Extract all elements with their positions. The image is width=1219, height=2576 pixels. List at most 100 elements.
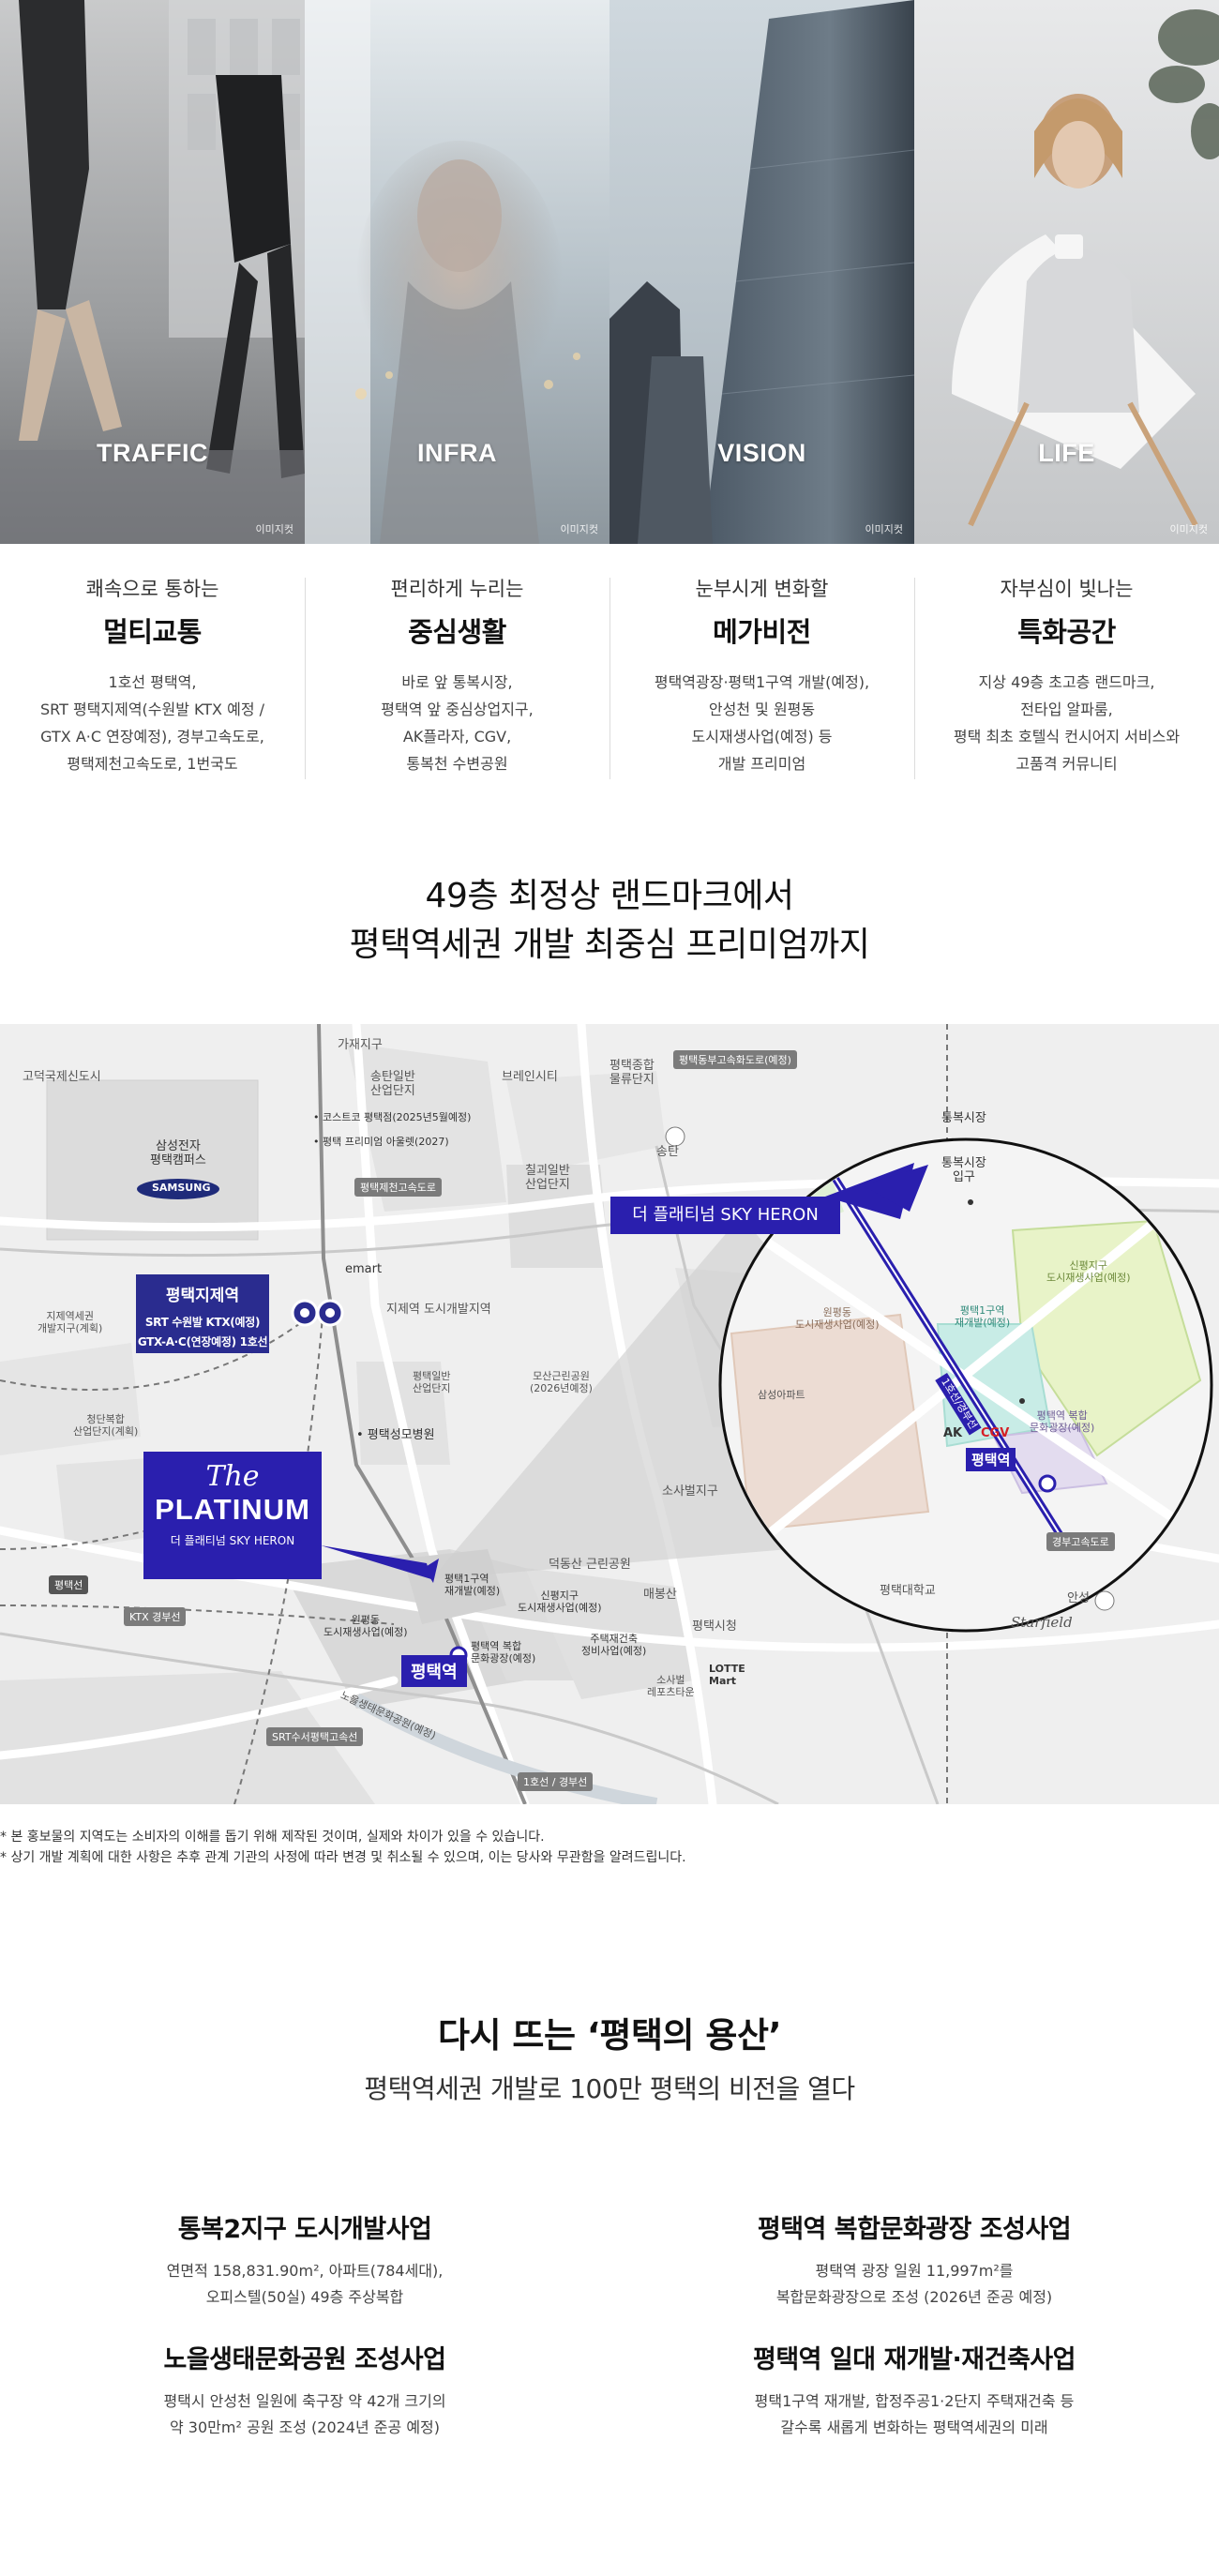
feature-description: 평택역광장·평택1구역 개발(예정), 안성천 및 원평동 도시재생사업(예정)… — [654, 673, 870, 774]
vision-label: VISION — [717, 439, 806, 467]
map-label: LOTTE Mart — [709, 1663, 745, 1687]
project-title: 평택역 복합문화광장 조성사업 — [757, 2215, 1072, 2244]
feature-vision: 눈부시게 변화할 메가비전 평택역광장·평택1구역 개발(예정), 안성천 및 … — [610, 544, 914, 811]
feature-columns: 쾌속으로 통하는 멀티교통 1호선 평택역, SRT 평택지제역(수원발 KTX… — [0, 544, 1219, 811]
project-description: 평택시 안성천 일원에 축구장 약 42개 크기의 약 30만m² 공원 조성 … — [163, 2392, 446, 2436]
map-label: 고덕국제신도시 — [23, 1070, 101, 1084]
feature-infra: 편리하게 누리는 중심생활 바로 앞 통복시장, 평택역 앞 중심상업지구, A… — [305, 544, 610, 811]
feature-subtitle: 자부심이 빛나는 — [1000, 578, 1134, 600]
station-name: 평택지제역 — [165, 1287, 240, 1305]
station-lines-b: GTX-A·C(연장예정) 1호선 — [137, 1335, 268, 1348]
hero-panel-vision: VISION 이미지컷 — [610, 0, 914, 544]
map-label: 덕동산 근린공원 — [549, 1558, 631, 1572]
pyeongtaek-station-label: 평택역 — [401, 1655, 467, 1687]
map-label: 송탄일반 산업단지 — [370, 1070, 415, 1098]
map-label: 모산근린공원 (2026년예정) — [530, 1370, 593, 1394]
map-label: 안성 — [1067, 1591, 1090, 1605]
map-label: 평택종합 물류단지 — [610, 1059, 655, 1087]
map-label: • 평택성모병원 — [356, 1428, 435, 1442]
project-title: 평택역 일대 재개발·재건축사업 — [753, 2345, 1076, 2374]
zoom-station-label: 평택역 — [966, 1448, 1016, 1471]
image-note: 이미지컷 — [1169, 523, 1208, 535]
traffic-label: TRAFFIC — [97, 439, 208, 467]
feature-description: 지상 49층 초고층 랜드마크, 전타입 알파룸, 평택 최초 호텔식 컨시어지… — [953, 673, 1181, 774]
feature-title: 특화공간 — [1017, 616, 1116, 649]
map-road-tag: SRT수서평택고속선 — [266, 1727, 364, 1746]
feature-subtitle: 쾌속으로 통하는 — [85, 578, 219, 600]
disclaimer-notes: 본 홍보물의 지역도는 소비자의 이해를 돕기 위해 제작된 것이며, 실제와 … — [0, 1827, 1219, 1868]
samsung-logo: SAMSUNG — [152, 1182, 211, 1194]
image-note: 이미지컷 — [865, 523, 903, 535]
hero-panel-life: LIFE 이미지컷 — [914, 0, 1219, 544]
station-lines-a: SRT 수원발 KTX(예정) — [144, 1316, 261, 1329]
feature-title: 중심생활 — [408, 616, 506, 649]
project-noeul-park: 노을생태문화공원 조성사업 평택시 안성천 일원에 축구장 약 42개 크기의 … — [0, 2339, 610, 2441]
map-label: Starfield — [1011, 1614, 1073, 1631]
hero-panel-infra: INFRA 이미지컷 — [305, 0, 610, 544]
cgv-logo: CGV — [981, 1426, 1010, 1440]
feature-life: 자부심이 빛나는 특화공간 지상 49층 초고층 랜드마크, 전타입 알파룸, … — [914, 544, 1219, 811]
map-label: 평택1구역 재개발(예정) — [444, 1573, 501, 1597]
map-label: 통복시장 입구 — [941, 1156, 986, 1184]
map-label: 원평동 도시재생사업(예정) — [324, 1614, 408, 1638]
map-road-tag: 평택선 — [49, 1575, 89, 1594]
section-headline: 49층 최정상 랜드마크에서 평택역세권 개발 최중심 프리미엄까지 — [349, 877, 870, 964]
project-redevelopment: 평택역 일대 재개발·재건축사업 평택1구역 재개발, 합정주공1·2단지 주택… — [610, 2339, 1219, 2441]
feature-description: 바로 앞 통복시장, 평택역 앞 중심상업지구, AK플라자, CGV, 통복천… — [381, 673, 534, 774]
map-label: 지제역 도시개발지역 — [386, 1303, 491, 1317]
feature-description: 1호선 평택역, SRT 평택지제역(수원발 KTX 예정 / GTX A·C … — [39, 673, 265, 774]
project-plaza: 평택역 복합문화광장 조성사업 평택역 광장 일원 11,997m²를 복합문화… — [610, 2208, 1219, 2311]
platinum-brand-box: The PLATINUM 더 플래티넘 SKY HERON — [143, 1452, 322, 1579]
map-label: 평택시청 — [692, 1619, 737, 1634]
vision-photo — [610, 0, 914, 544]
map-label: 소사벌 레포츠타운 — [647, 1674, 695, 1698]
map-label: 지제역세권 개발지구(계획) — [38, 1310, 103, 1334]
map-label: • 코스트코 평택점(2025년5월예정) — [313, 1111, 472, 1123]
map-label: 가재지구 — [338, 1038, 383, 1052]
image-note: 이미지컷 — [255, 523, 293, 535]
traffic-photo — [0, 0, 305, 544]
map-road-tag: 1호선 / 경부선 — [518, 1772, 594, 1791]
project-description: 연면적 158,831.90m², 아파트(784세대), 오피스텔(50실) … — [166, 2262, 444, 2306]
feature-subtitle: 눈부시게 변화할 — [695, 578, 829, 600]
section-title: 다시 뜨는 ‘평택의 용산’ — [437, 2015, 782, 2056]
map-road-tag: 평택제천고속도로 — [354, 1178, 442, 1197]
map-label: 삼성전자 평택캠퍼스 — [150, 1139, 206, 1167]
life-label: LIFE — [1038, 439, 1095, 467]
brand-subtitle: 더 플래티넘 SKY HERON — [170, 1534, 295, 1547]
brand-name: PLATINUM — [155, 1493, 310, 1526]
life-photo — [914, 0, 1219, 544]
map-label: 매봉산 — [643, 1588, 677, 1602]
map-label: 브레인시티 — [502, 1070, 558, 1084]
map-label: 신평지구 도시재생사업(예정) — [518, 1589, 602, 1614]
map-label: 평택역 복합 문화광장(예정) — [471, 1640, 536, 1665]
project-description: 평택1구역 재개발, 합정주공1·2단지 주택재건축 등 갈수록 새롭게 변화하… — [754, 2392, 1075, 2436]
brand-script: The — [205, 1460, 260, 1493]
map-label: 삼성아파트 — [758, 1389, 805, 1401]
map-label: 소사벌지구 — [662, 1484, 718, 1499]
map-road-tag: 평택동부고속화도로(예정) — [673, 1050, 797, 1069]
project-title: 노을생태문화공원 조성사업 — [163, 2345, 446, 2374]
infra-photo — [305, 0, 610, 544]
section-subtitle: 평택역세권 개발로 100만 평택의 비전을 열다 — [364, 2073, 855, 2104]
map-label: 원평동 도시재생사업(예정) — [795, 1306, 880, 1331]
image-note: 이미지컷 — [560, 523, 598, 535]
feature-subtitle: 편리하게 누리는 — [390, 578, 524, 600]
map-label: • 평택 프리미엄 아울렛(2027) — [313, 1136, 449, 1148]
location-map: 가재지구 고덕국제신도시 송탄일반 산업단지 브레인시티 평택종합 물류단지 평… — [0, 1024, 1219, 1804]
hero-panel-traffic: TRAFFIC 이미지컷 — [0, 0, 305, 544]
map-road-tag: 경부고속도로 — [1046, 1532, 1115, 1551]
jije-station-box: 평택지제역 SRT 수원발 KTX(예정) GTX-A·C(연장예정) 1호선 — [136, 1274, 269, 1353]
map-label: emart — [345, 1262, 383, 1276]
map-graphic — [0, 1024, 1219, 1804]
infra-label: INFRA — [417, 439, 497, 467]
map-label: 칠괴일반 산업단지 — [525, 1164, 570, 1192]
project-tongbok: 통복2지구 도시개발사업 연면적 158,831.90m², 아파트(784세대… — [0, 2208, 610, 2311]
project-title: 통복2지구 도시개발사업 — [177, 2215, 432, 2244]
map-label: 청단복합 산업단지(계획) — [73, 1413, 139, 1438]
map-label: 평택역 복합 문화광장(예정) — [1030, 1409, 1095, 1434]
disclaimer-line: 상기 개발 계획에 대한 사항은 추후 관계 기관의 사정에 따라 변경 및 취… — [0, 1847, 1219, 1868]
map-label: 송탄 — [656, 1145, 679, 1159]
project-description: 평택역 광장 일원 11,997m²를 복합문화광장으로 조성 (2026년 준… — [775, 2262, 1053, 2306]
feature-title: 메가비전 — [713, 616, 811, 649]
